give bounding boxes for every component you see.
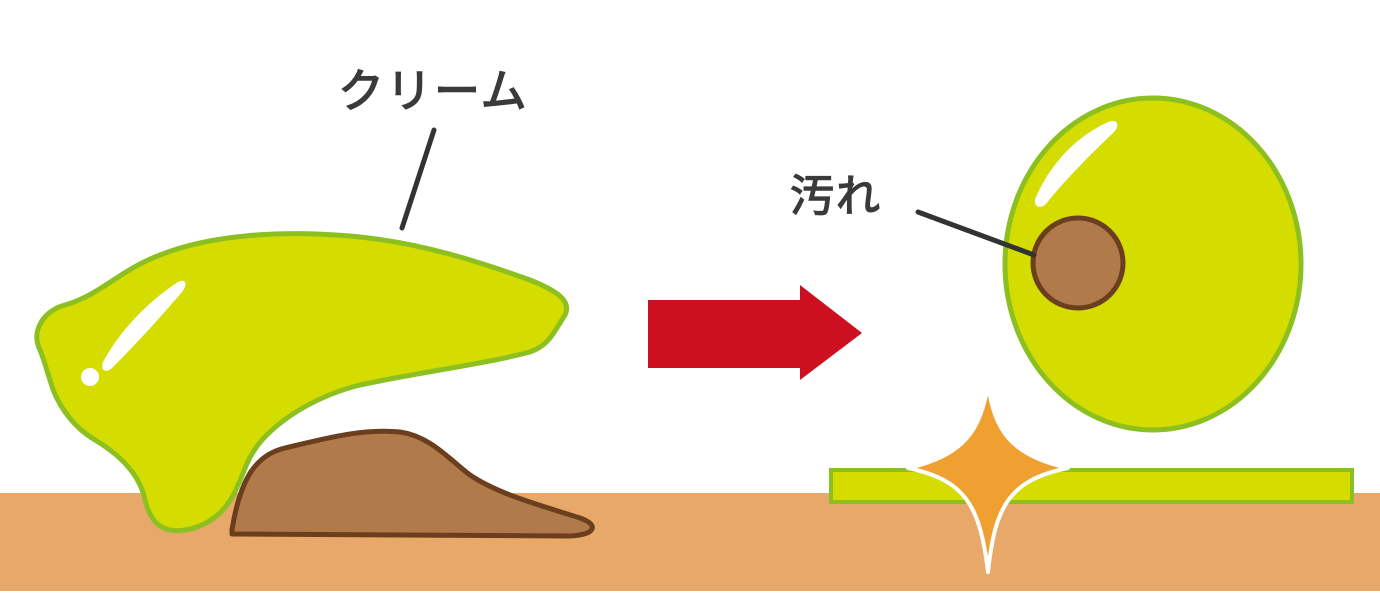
cream-bubble (1002, 95, 1304, 433)
cream-highlight-dot (81, 368, 99, 386)
bubble-highlight (1034, 120, 1118, 207)
skin-surface (0, 493, 1380, 591)
sparkle-icon (906, 383, 1070, 574)
dirt-leader-line (915, 209, 1037, 258)
cream-highlight (102, 280, 186, 371)
dirt-lump (229, 428, 595, 539)
cream-film (829, 468, 1354, 504)
right-arrow-icon (648, 285, 862, 380)
cream-blob (34, 231, 570, 534)
cream-label: クリーム (338, 64, 529, 118)
cream-leader-line (399, 127, 437, 231)
dirt-label: 汚れ (790, 171, 882, 222)
dirt-particle (1030, 215, 1126, 311)
